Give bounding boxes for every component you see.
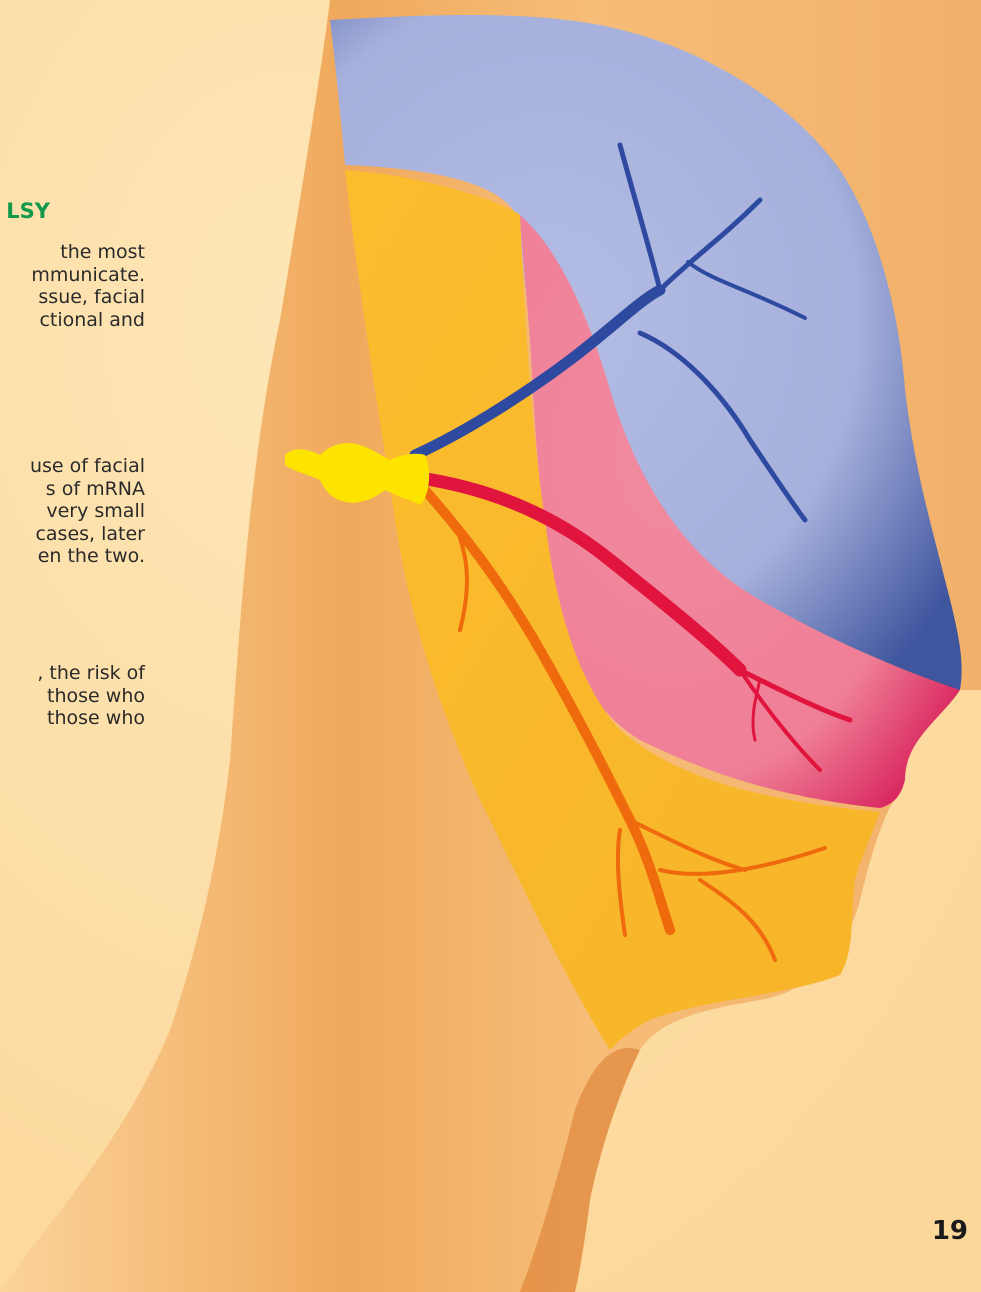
text-line: en the two. — [0, 545, 145, 568]
text-line: cases, later — [0, 523, 145, 546]
article-paragraph-1: the most mmunicate. ssue, facial ctional… — [0, 241, 145, 331]
text-line: those who — [0, 685, 145, 708]
text-line: the most — [0, 241, 145, 264]
article-paragraph-2: use of facial s of mRNA very small cases… — [0, 455, 145, 568]
article-paragraph-3: , the risk of those who those who — [0, 662, 145, 730]
text-line: ssue, facial — [0, 286, 145, 309]
text-line: ctional and — [0, 309, 145, 332]
page-number: 19 — [932, 1216, 968, 1246]
text-line: very small — [0, 500, 145, 523]
text-line: mmunicate. — [0, 264, 145, 287]
text-line: , the risk of — [0, 662, 145, 685]
text-line: use of facial — [0, 455, 145, 478]
text-line: those who — [0, 707, 145, 730]
article-heading: LSY — [0, 199, 50, 223]
text-line: s of mRNA — [0, 478, 145, 501]
